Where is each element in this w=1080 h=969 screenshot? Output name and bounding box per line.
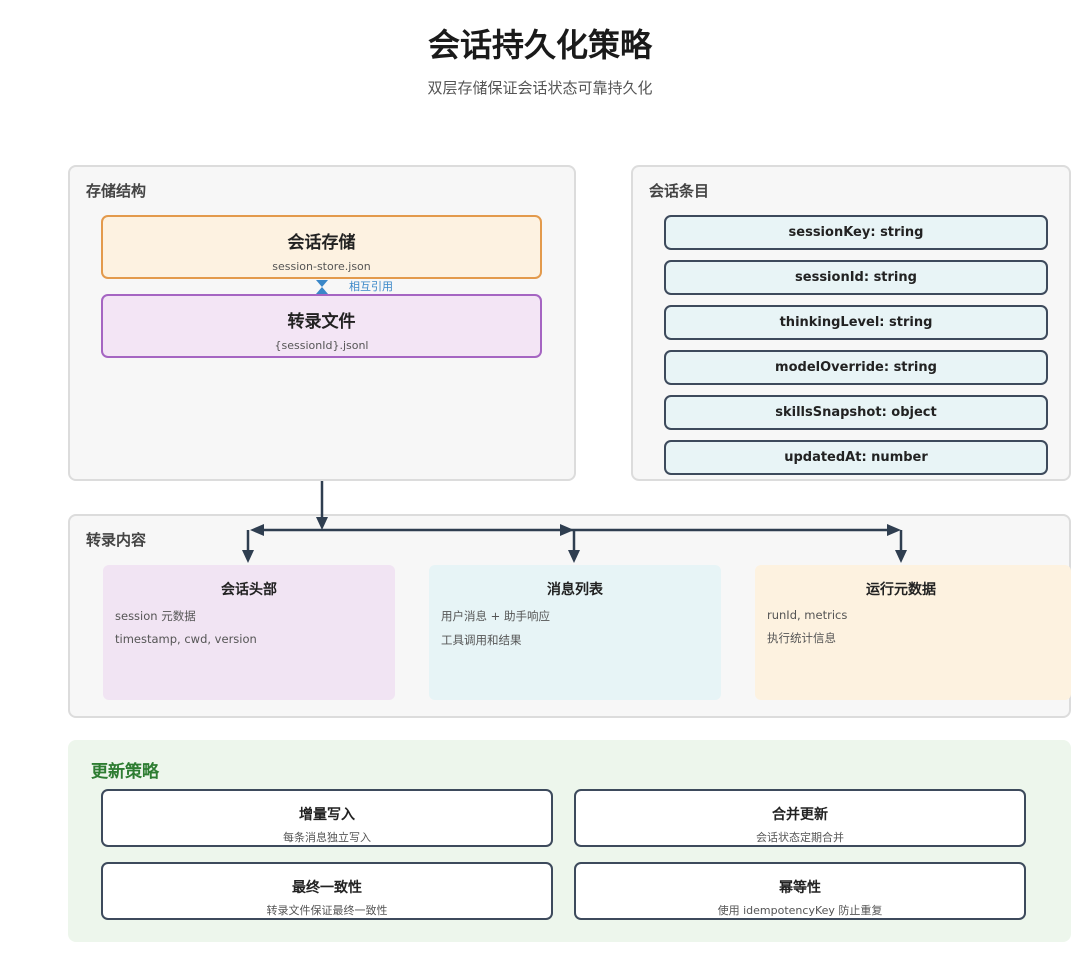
arrowhead	[560, 524, 574, 536]
transcript-file-name: {sessionId}.jsonl	[274, 339, 369, 352]
storage-panel-title: 存储结构	[86, 182, 147, 200]
strategy-idempotency: 幂等性 使用 idempotencyKey 防止重复	[574, 862, 1026, 920]
card-line: runId, metrics	[767, 608, 848, 622]
transcript-file-box: 转录文件 {sessionId}.jsonl	[101, 294, 542, 358]
strategy-desc: 每条消息独立写入	[283, 831, 371, 844]
session-store-file: session-store.json	[272, 260, 371, 273]
arrowhead	[250, 524, 264, 536]
card-run-metadata-title: 运行元数据	[866, 582, 936, 598]
mutual-reference-arrow	[316, 280, 328, 294]
card-run-metadata: 运行元数据 runId, metrics 执行统计信息	[755, 565, 1071, 700]
strategy-merge-update: 合并更新 会话状态定期合并	[574, 789, 1026, 847]
field-updated-at: updatedAt: number	[664, 440, 1048, 475]
card-line: 工具调用和结果	[441, 633, 522, 647]
card-line: 用户消息 + 助手响应	[441, 609, 550, 623]
arrowhead	[242, 550, 254, 563]
strategy-desc: 使用 idempotencyKey 防止重复	[717, 904, 883, 917]
field-session-key: sessionKey: string	[664, 215, 1048, 250]
session-store-box: 会话存储 session-store.json	[101, 215, 542, 279]
arrowhead	[316, 517, 328, 530]
session-store-title: 会话存储	[287, 233, 356, 253]
strategy-eventual-consistency: 最终一致性 转录文件保证最终一致性	[101, 862, 553, 920]
arrowhead	[887, 524, 901, 536]
card-line: 执行统计信息	[767, 631, 836, 645]
field-thinking-level: thinkingLevel: string	[664, 305, 1048, 340]
session-entry-panel-title: 会话条目	[649, 182, 710, 200]
arrowhead	[895, 550, 907, 563]
card-session-header-title: 会话头部	[221, 582, 277, 598]
card-line: session 元数据	[115, 609, 196, 623]
field-model-override: modelOverride: string	[664, 350, 1048, 385]
card-line: timestamp, cwd, version	[115, 632, 257, 646]
strategy-incremental-write: 增量写入 每条消息独立写入	[101, 789, 553, 847]
transcript-content-panel-title: 转录内容	[86, 531, 147, 549]
field-session-id: sessionId: string	[664, 260, 1048, 295]
arrowhead	[568, 550, 580, 563]
strategy-title: 合并更新	[772, 807, 828, 823]
strategy-title: 增量写入	[299, 807, 355, 823]
card-message-list: 消息列表 用户消息 + 助手响应 工具调用和结果	[429, 565, 721, 700]
field-skills-snapshot: skillsSnapshot: object	[664, 395, 1048, 430]
card-session-header: 会话头部 session 元数据 timestamp, cwd, version	[103, 565, 395, 700]
strategy-title: 最终一致性	[292, 880, 362, 896]
card-message-list-title: 消息列表	[547, 582, 603, 598]
transcript-file-title: 转录文件	[287, 312, 356, 332]
page-subtitle: 双层存储保证会话状态可靠持久化	[427, 79, 653, 97]
update-strategy-title: 更新策略	[91, 762, 159, 782]
strategy-title: 幂等性	[779, 880, 821, 896]
page-title: 会话持久化策略	[427, 26, 652, 64]
mutual-reference-label: 相互引用	[349, 280, 393, 293]
strategy-desc: 会话状态定期合并	[756, 831, 844, 844]
strategy-desc: 转录文件保证最终一致性	[266, 904, 388, 917]
